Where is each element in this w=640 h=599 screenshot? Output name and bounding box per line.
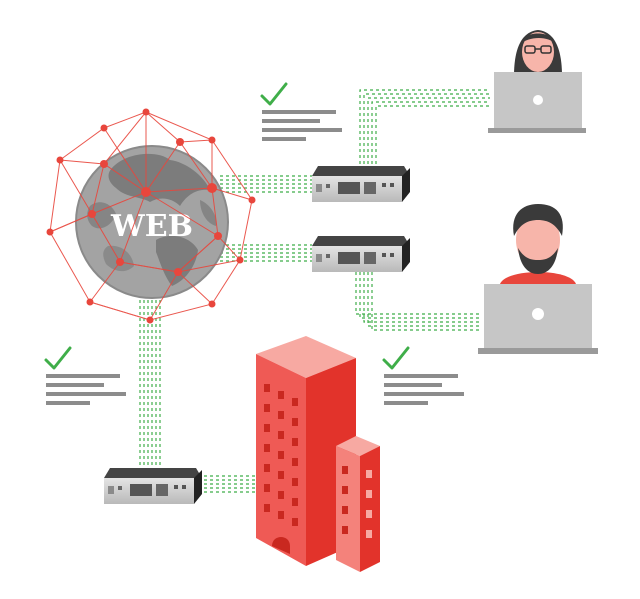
status-card-remote-user [260,82,342,141]
router-device-2 [312,236,410,272]
link-globe-router-1 [220,175,312,193]
globe-icon: WEB [75,145,229,299]
link-router-3-building [198,475,262,493]
connection-lines [139,89,490,493]
link-router-2-laptop-2 [355,272,482,331]
text-placeholder-lines [384,374,464,405]
laptop-1 [488,72,586,133]
check-icon [382,346,410,370]
text-placeholder-lines [46,374,126,405]
mesh-nodes [46,108,256,324]
router-device-3 [104,468,202,504]
text-placeholder-lines [262,110,342,141]
check-icon [44,346,72,370]
office-building-icon [256,336,380,572]
user-with-glasses-icon [514,30,562,80]
check-icon [260,82,288,106]
status-card-internet [44,346,126,405]
router-device-1 [312,166,410,202]
status-card-office [382,346,464,405]
globe-label: WEB [110,209,193,244]
bearded-user-icon [500,204,576,284]
laptop-2 [478,284,598,354]
link-globe-router-3 [139,300,161,470]
link-router-1-laptop-1 [359,89,490,170]
